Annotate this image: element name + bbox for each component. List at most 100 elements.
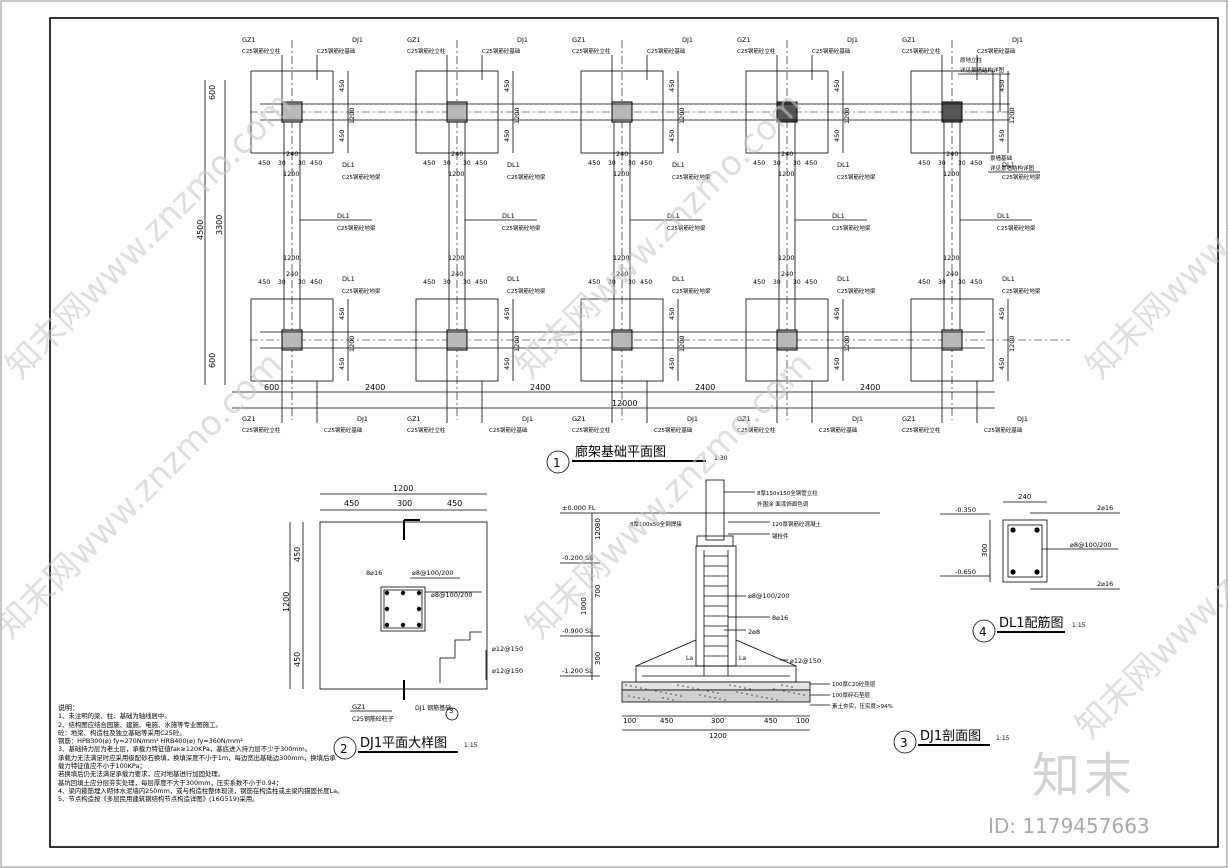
aggregate-dot (781, 684, 783, 686)
d3-note-mesh: ⌀12@150 (790, 657, 821, 665)
d2-dim-1200-v: 1200 (282, 592, 291, 612)
dim-1200: 1200 (778, 254, 795, 262)
dim-1200-v: 1200 (843, 107, 851, 124)
dim-450-v: 450 (503, 358, 511, 370)
d3-dim-120: 120 (594, 527, 602, 540)
aggregate-dot (749, 688, 751, 690)
gz1-note-bottom: C25钢筋砼立柱 (902, 426, 941, 434)
aggregate-dot (741, 692, 743, 694)
d3-base-plate (696, 535, 734, 547)
aggregate-dot (670, 693, 672, 695)
d2-mesh-cut (439, 631, 482, 683)
dj1-note-bottom: C25钢筋砼基础 (654, 426, 693, 434)
aggregate-dot (704, 695, 706, 697)
dl1-note: C25钢筋砼地梁 (507, 287, 546, 295)
aggregate-dot (643, 698, 645, 700)
beam-rebar-dot (1034, 569, 1040, 575)
plan-title: 廊架基础平面图 (575, 444, 666, 460)
dim-240: 240 (781, 270, 793, 278)
d4-level-top: -0.350 (955, 506, 976, 514)
dim-1200: 1200 (943, 170, 960, 178)
d2-stirrup-label-2: ⌀8@100/200 (431, 591, 473, 599)
dim-240: 240 (451, 270, 463, 278)
note-line-7: 载力特征值应不小于100KPa； (58, 762, 146, 771)
dim-450: 450 (258, 159, 270, 167)
image-id-watermark: ID: 1179457663 (988, 814, 1150, 838)
dim-450-v: 450 (998, 308, 1006, 320)
dim-240: 240 (616, 270, 628, 278)
aggregate-dot (719, 698, 721, 700)
note-line-5: 3、基础持力层为老土层，承载力特征值fak≥120KPa，基底进入持力层不少于3… (58, 745, 312, 754)
dim-1200: 1200 (448, 170, 465, 178)
dim-30: 30 (773, 279, 781, 286)
d2-dim-450-v2: 450 (293, 652, 302, 667)
dj1-label-top: DJ1 (352, 36, 363, 44)
dim-450: 450 (423, 278, 435, 286)
column-gz1 (281, 101, 303, 123)
note-line-2: 2、结构图应结合园施、建施、电施、水施等专业图施工。 (58, 720, 222, 729)
d3-scale: 1:15 (996, 735, 1010, 742)
d3-note-post: 8厚150x150全钢管立柱 (757, 489, 818, 497)
dim-30: 30 (443, 160, 451, 167)
d3-dim-300: 300 (594, 652, 602, 665)
footing-dj1 (910, 70, 994, 154)
aggregate-dot (778, 689, 780, 691)
d2-dim-300: 300 (397, 499, 412, 508)
dim-450: 450 (258, 278, 270, 286)
d2-section-ref-circle (445, 707, 459, 721)
d2-title-circle (333, 736, 357, 760)
column-gz1 (776, 101, 798, 123)
d3-gravel-layer (621, 689, 811, 703)
brand-watermark: 知末 (1032, 748, 1137, 804)
aggregate-dot (707, 690, 709, 692)
dim-450: 450 (970, 159, 982, 167)
watermark-3: 知末网www.znzmo.com (1078, 84, 1228, 386)
d4-level-bot: -0.650 (955, 568, 976, 576)
note-line-8: 若换填后仍无法满足承载力要求，应对地基进行加固处理。 (58, 770, 225, 779)
right-note-bot-1: 景墙基础 (990, 154, 1013, 162)
dj1-label-bottom: DJ1 (522, 415, 533, 423)
plan-title-number: 1 (553, 456, 561, 470)
d3-dim-1000: 1000 (580, 597, 588, 615)
aggregate-dot (630, 685, 632, 687)
dl1-note: C25钢筋砼地梁 (1002, 287, 1041, 295)
dim-30: 30 (958, 279, 966, 286)
gz1-label-bottom: GZ1 (407, 415, 421, 423)
d3-note-fill: 120厚钢筋砼混凝土 (772, 520, 821, 528)
aggregate-dot (736, 691, 738, 693)
gz1-note-top: C25钢筋砼立柱 (902, 47, 941, 55)
d3-dim-100-a: 100 (623, 717, 636, 725)
dj1-note-bottom: C25钢筋砼基础 (324, 426, 363, 434)
aggregate-dot (793, 692, 795, 694)
d4-bot-bar: 2⌀16 (1097, 580, 1113, 588)
dim-450: 450 (588, 278, 600, 286)
d2-title: DJ1平面大样图 (360, 736, 447, 751)
dl1-label: DL1 (672, 161, 685, 169)
dim-450-v: 450 (338, 358, 346, 370)
aggregate-dot (761, 696, 763, 698)
dj1-label-bottom: DJ1 (1017, 415, 1028, 423)
aggregate-dot (766, 697, 768, 699)
dim-4500: 4500 (196, 220, 205, 240)
aggregate-dot (677, 684, 679, 686)
d3-note-anchor: 锚栓件 (772, 532, 789, 540)
dj1-note-top: C25钢筋砼基础 (482, 47, 521, 55)
dim-30: 30 (443, 279, 451, 286)
note-line-3: 砼：地梁、构造柱及独立基础等采用C25砼。 (58, 728, 186, 737)
dim-1200: 1200 (283, 254, 300, 262)
aggregate-dot (687, 686, 689, 688)
d3-footing (635, 665, 797, 683)
dim-450-v: 450 (668, 130, 676, 142)
aggregate-dot (660, 691, 662, 693)
dim-30: 30 (463, 160, 471, 167)
rebar-dot (384, 622, 390, 628)
aggregate-dot (746, 693, 748, 695)
dim-600-top: 600 (208, 85, 217, 100)
d4-beam-outline (1002, 519, 1048, 583)
plan-scale: 1:30 (714, 455, 728, 462)
plan-title-circle (546, 450, 570, 474)
gz1-note-bottom: C25钢筋砼立柱 (242, 426, 281, 434)
dim-450: 450 (475, 278, 487, 286)
